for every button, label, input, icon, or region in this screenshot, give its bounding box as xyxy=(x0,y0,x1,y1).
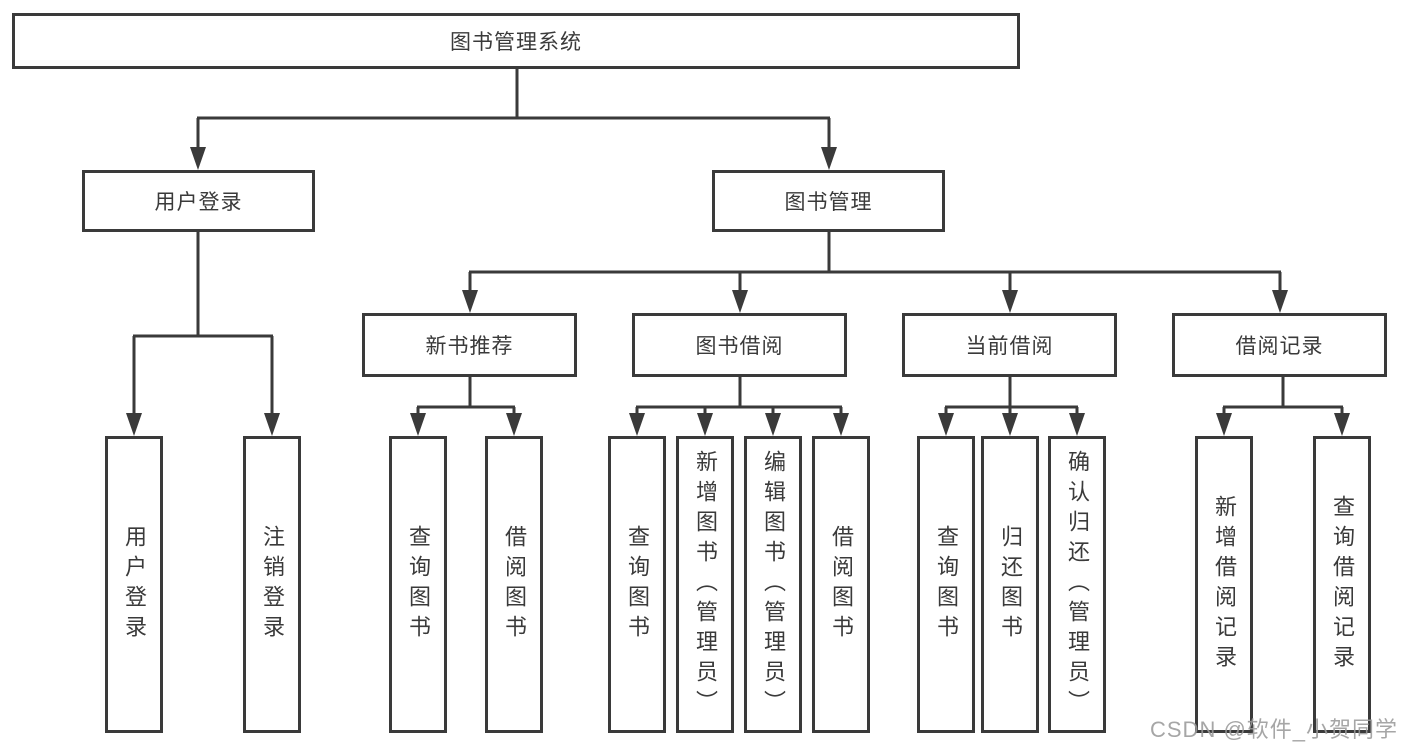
node-library-management-system: 图书管理系统 xyxy=(12,13,1020,69)
arrow-down-icon xyxy=(833,413,849,436)
node-current-borrow: 当前借阅 xyxy=(902,313,1117,377)
arrow-down-icon xyxy=(1069,413,1085,436)
arrow-down-icon xyxy=(190,147,206,170)
csdn-watermark: CSDN @软件_小贺同学 xyxy=(1150,717,1399,742)
node-book-borrow: 图书借阅 xyxy=(632,313,847,377)
arrow-down-icon xyxy=(1216,413,1232,436)
leaf-user-login: 用户登录 xyxy=(105,436,163,733)
arrow-down-icon xyxy=(1002,290,1018,313)
leaf-borrow-books-1: 借阅图书 xyxy=(485,436,543,733)
arrow-down-icon xyxy=(1002,413,1018,436)
leaf-add-books-admin: 新增图书（管理员） xyxy=(676,436,734,733)
arrow-down-icon xyxy=(1334,413,1350,436)
arrow-down-icon xyxy=(410,413,426,436)
leaf-query-books-2: 查询图书 xyxy=(608,436,666,733)
node-user-login: 用户登录 xyxy=(82,170,315,232)
node-borrow-records: 借阅记录 xyxy=(1172,313,1387,377)
connector-root-to-level2 xyxy=(196,69,831,150)
arrowheads xyxy=(126,147,1350,436)
node-book-management: 图书管理 xyxy=(712,170,945,232)
arrow-down-icon xyxy=(697,413,713,436)
connector-borrowrecords-to-leaves xyxy=(1222,377,1344,418)
arrow-down-icon xyxy=(1272,290,1288,313)
leaf-logout: 注销登录 xyxy=(243,436,301,733)
arrow-down-icon xyxy=(264,413,280,436)
connector-bookmgmt-to-level3 xyxy=(468,232,1282,295)
connector-newbooks-to-leaves xyxy=(416,377,516,418)
leaf-add-borrow-record: 新增借阅记录 xyxy=(1195,436,1253,733)
arrow-down-icon xyxy=(938,413,954,436)
arrow-down-icon xyxy=(462,290,478,313)
leaf-confirm-return-admin: 确认归还（管理员） xyxy=(1048,436,1106,733)
leaf-query-books-3: 查询图书 xyxy=(917,436,975,733)
arrow-down-icon xyxy=(629,413,645,436)
connector-userlogin-to-leaves xyxy=(132,232,274,417)
arrow-down-icon xyxy=(765,413,781,436)
leaf-edit-books-admin: 编辑图书（管理员） xyxy=(744,436,802,733)
arrow-down-icon xyxy=(732,290,748,313)
arrow-down-icon xyxy=(126,413,142,436)
arrow-down-icon xyxy=(506,413,522,436)
connector-currentborrow-to-leaves xyxy=(944,377,1079,418)
leaf-borrow-books-2: 借阅图书 xyxy=(812,436,870,733)
connector-bookborrow-to-leaves xyxy=(635,377,843,418)
node-new-book-recommend: 新书推荐 xyxy=(362,313,577,377)
arrow-down-icon xyxy=(821,147,837,170)
leaf-return-books: 归还图书 xyxy=(981,436,1039,733)
leaf-query-books-1: 查询图书 xyxy=(389,436,447,733)
leaf-query-borrow-record: 查询借阅记录 xyxy=(1313,436,1371,733)
